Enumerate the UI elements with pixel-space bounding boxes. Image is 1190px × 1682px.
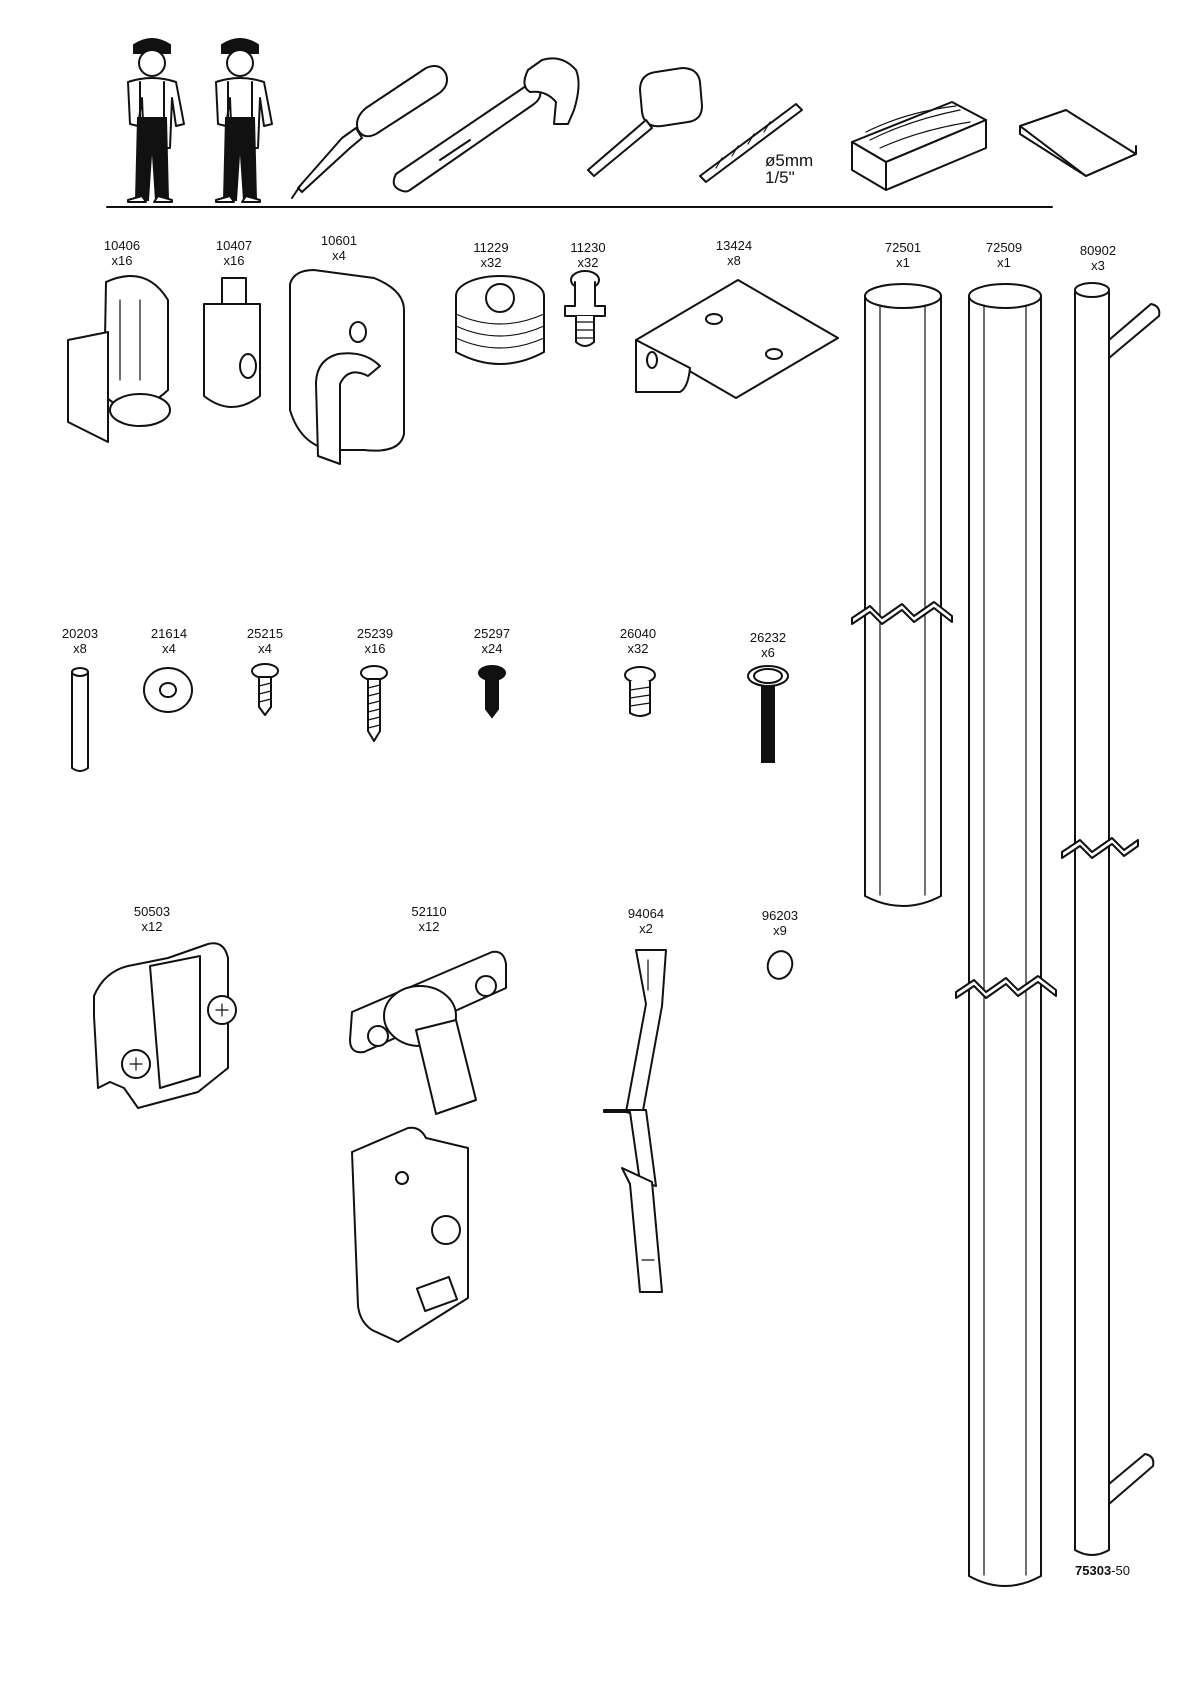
angle-bracket-icon [636,280,838,398]
part-qty: x4 [247,641,283,656]
rail-bracket-icon [290,270,404,464]
cam-bolt-icon [565,271,605,346]
part-qty: x32 [620,641,656,656]
part-qty: x16 [357,641,393,656]
part-qty: x24 [474,641,510,656]
part-id: 72509 [986,240,1022,255]
part-id: 80902 [1080,243,1116,258]
part-id: 10406 [104,238,140,253]
part-qty: x1 [986,255,1022,270]
cam-lock-housing-icon [68,276,170,442]
document-code-suffix: -50 [1111,1563,1130,1578]
oval-rail-icon [852,284,952,906]
part-id: 10601 [321,233,357,248]
long-screw-icon [361,666,387,741]
machine-bolt-icon [748,666,788,762]
part-qty: x4 [321,248,357,263]
instruction-sheet-icon [1020,110,1136,176]
part-id: 52110 [411,904,446,919]
part-qty: x2 [628,921,664,936]
part-id: 11229 [473,240,508,255]
part-qty: x32 [473,255,508,270]
drill-size-metric: ø5mm [765,152,813,169]
drill-size-label: ø5mm 1/5" [765,152,813,186]
part-id: 13424 [716,238,752,253]
cabinet-hinge-icon [350,952,506,1342]
part-id: 26232 [750,630,786,645]
hinge-mounting-plate-icon [94,943,236,1108]
part-qty: x1 [885,255,921,270]
shelf-support-icon [204,278,260,407]
oval-rail-long-icon [956,284,1056,1586]
wood-block-icon [852,102,986,190]
part-id: 50503 [134,904,170,919]
part-qty: x9 [762,923,798,938]
part-id: 25239 [357,626,393,641]
document-code: 75303-50 [1075,1563,1130,1578]
part-id: 94064 [628,906,664,921]
drill-size-imperial: 1/5" [765,169,813,186]
cam-lock-icon [456,276,544,364]
part-id: 25215 [247,626,283,641]
part-id: 20203 [62,626,98,641]
part-id: 25297 [474,626,510,641]
door-straightener-icon [604,950,666,1292]
part-id: 72501 [885,240,921,255]
part-id: 96203 [762,908,798,923]
two-person-icon [128,39,272,202]
part-qty: x4 [151,641,187,656]
part-qty: x8 [62,641,98,656]
handle-bar-icon [1062,283,1159,1555]
part-qty: x12 [411,919,446,934]
part-qty: x8 [716,253,752,268]
part-qty: x6 [750,645,786,660]
cover-cap-icon [764,948,796,983]
part-qty: x3 [1080,258,1116,273]
document-code-main: 75303 [1075,1563,1111,1578]
part-qty: x16 [104,253,140,268]
part-id: 21614 [151,626,187,641]
washer-icon [144,668,192,712]
wooden-dowel-icon [72,668,88,771]
part-id: 11230 [570,240,605,255]
part-id: 10407 [216,238,252,253]
black-screw-icon [479,666,505,717]
part-qty: x16 [216,253,252,268]
tape-measure-icon [588,68,702,176]
part-qty: x32 [570,255,605,270]
euro-screw-icon [625,667,655,716]
part-id: 26040 [620,626,656,641]
short-screw-icon [252,664,278,715]
part-qty: x12 [134,919,170,934]
